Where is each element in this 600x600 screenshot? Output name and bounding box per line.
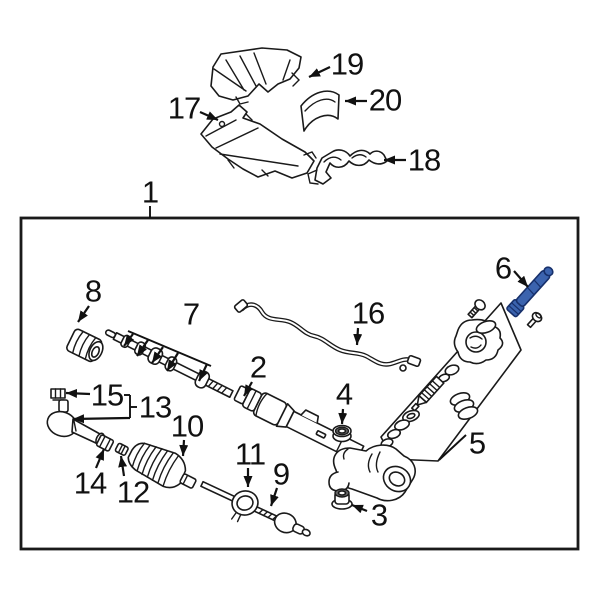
callout-19[interactable]: 19 bbox=[308, 47, 364, 82]
callout-label-12[interactable]: 12 bbox=[117, 475, 150, 510]
callout-1[interactable]: 1 bbox=[142, 175, 159, 219]
valve-bolt-right bbox=[526, 311, 543, 329]
callout-7[interactable]: 7 bbox=[123, 297, 212, 382]
callout-label-10[interactable]: 10 bbox=[171, 409, 205, 444]
part-10-bellows-boot bbox=[127, 442, 197, 489]
callout-10[interactable]: 10 bbox=[171, 409, 205, 457]
part-15-nut bbox=[50, 388, 66, 401]
callout-arrow bbox=[136, 339, 149, 357]
callout-label-15[interactable]: 15 bbox=[91, 378, 124, 413]
callout-arrow bbox=[513, 270, 529, 288]
part-18-bracket bbox=[307, 149, 388, 185]
part-14-clamp bbox=[95, 434, 115, 452]
callout-label-9[interactable]: 9 bbox=[273, 457, 290, 492]
callout-label-18[interactable]: 18 bbox=[408, 143, 441, 178]
part-8-rack-bushing bbox=[66, 328, 104, 363]
callout-label-8[interactable]: 8 bbox=[85, 274, 102, 309]
part-6-input-shaft-highlighted bbox=[506, 266, 554, 318]
assembly-box-outline bbox=[19, 216, 580, 551]
part-4-grommet bbox=[332, 424, 352, 443]
part-11-boot-clamp-ring bbox=[230, 490, 259, 523]
callout-17[interactable]: 17 bbox=[168, 91, 219, 126]
callout-4[interactable]: 4 bbox=[336, 377, 354, 425]
callout-arrow bbox=[151, 346, 164, 364]
callout-label-2[interactable]: 2 bbox=[250, 350, 267, 385]
callout-arrow bbox=[77, 305, 90, 323]
callout-label-4[interactable]: 4 bbox=[336, 377, 354, 412]
valve-bolt-left bbox=[467, 299, 486, 319]
callout-label-3[interactable]: 3 bbox=[371, 498, 388, 533]
callout-pointer-line bbox=[127, 330, 212, 367]
callout-16[interactable]: 16 bbox=[352, 296, 385, 346]
callout-label-11[interactable]: 11 bbox=[235, 437, 266, 472]
callout-arrow bbox=[198, 363, 208, 382]
part-19-heat-shield-upper bbox=[210, 47, 302, 105]
callout-label-1[interactable]: 1 bbox=[142, 175, 159, 210]
callout-13[interactable]: 13 bbox=[72, 390, 172, 425]
callout-label-7[interactable]: 7 bbox=[183, 297, 200, 332]
callout-label-19[interactable]: 19 bbox=[331, 47, 364, 82]
pinion-housing bbox=[328, 444, 416, 502]
callout-label-6[interactable]: 6 bbox=[495, 251, 512, 286]
callout-8[interactable]: 8 bbox=[77, 274, 102, 323]
part-20-heat-shield-panel bbox=[300, 90, 340, 132]
part-12-bushing bbox=[114, 442, 129, 456]
part-3-mount-bushing bbox=[331, 488, 353, 510]
callout-15[interactable]: 15 bbox=[65, 378, 124, 413]
callout-20[interactable]: 20 bbox=[345, 83, 403, 118]
part-16-pressure-line bbox=[233, 299, 422, 372]
callout-arrow bbox=[94, 448, 106, 469]
callout-14[interactable]: 14 bbox=[74, 448, 108, 501]
callout-6[interactable]: 6 bbox=[495, 251, 529, 288]
callout-arrow bbox=[353, 327, 363, 346]
callout-pointer-line bbox=[438, 434, 467, 461]
callout-arrow bbox=[123, 333, 135, 347]
callout-arrow bbox=[351, 503, 368, 514]
callout-9[interactable]: 9 bbox=[269, 457, 290, 507]
callout-label-20[interactable]: 20 bbox=[369, 83, 403, 118]
callout-arrow bbox=[269, 487, 279, 507]
callout-arrow bbox=[72, 414, 131, 424]
callout-12[interactable]: 12 bbox=[117, 455, 150, 510]
callout-label-16[interactable]: 16 bbox=[352, 296, 385, 331]
callout-label-5[interactable]: 5 bbox=[469, 426, 486, 461]
valve-shaft bbox=[411, 375, 445, 412]
callout-3[interactable]: 3 bbox=[351, 498, 388, 533]
callout-5[interactable]: 5 bbox=[438, 426, 486, 461]
callout-arrow bbox=[118, 455, 128, 477]
callout-18[interactable]: 18 bbox=[384, 143, 441, 178]
callout-arrow bbox=[179, 439, 189, 457]
callout-label-14[interactable]: 14 bbox=[74, 466, 108, 501]
callout-11[interactable]: 11 bbox=[235, 437, 266, 488]
callout-2[interactable]: 2 bbox=[243, 350, 267, 397]
part-5-valve-kit bbox=[380, 302, 522, 462]
callout-label-13[interactable]: 13 bbox=[139, 390, 172, 425]
callout-label-17[interactable]: 17 bbox=[168, 91, 201, 126]
callout-arrow bbox=[166, 352, 179, 372]
callout-arrow bbox=[65, 388, 91, 398]
callout-arrow bbox=[199, 110, 219, 122]
part-17-heat-shield-lower bbox=[200, 104, 317, 179]
callout-arrow bbox=[243, 381, 254, 397]
callout-arrow bbox=[308, 66, 331, 78]
callout-arrow bbox=[338, 408, 348, 425]
